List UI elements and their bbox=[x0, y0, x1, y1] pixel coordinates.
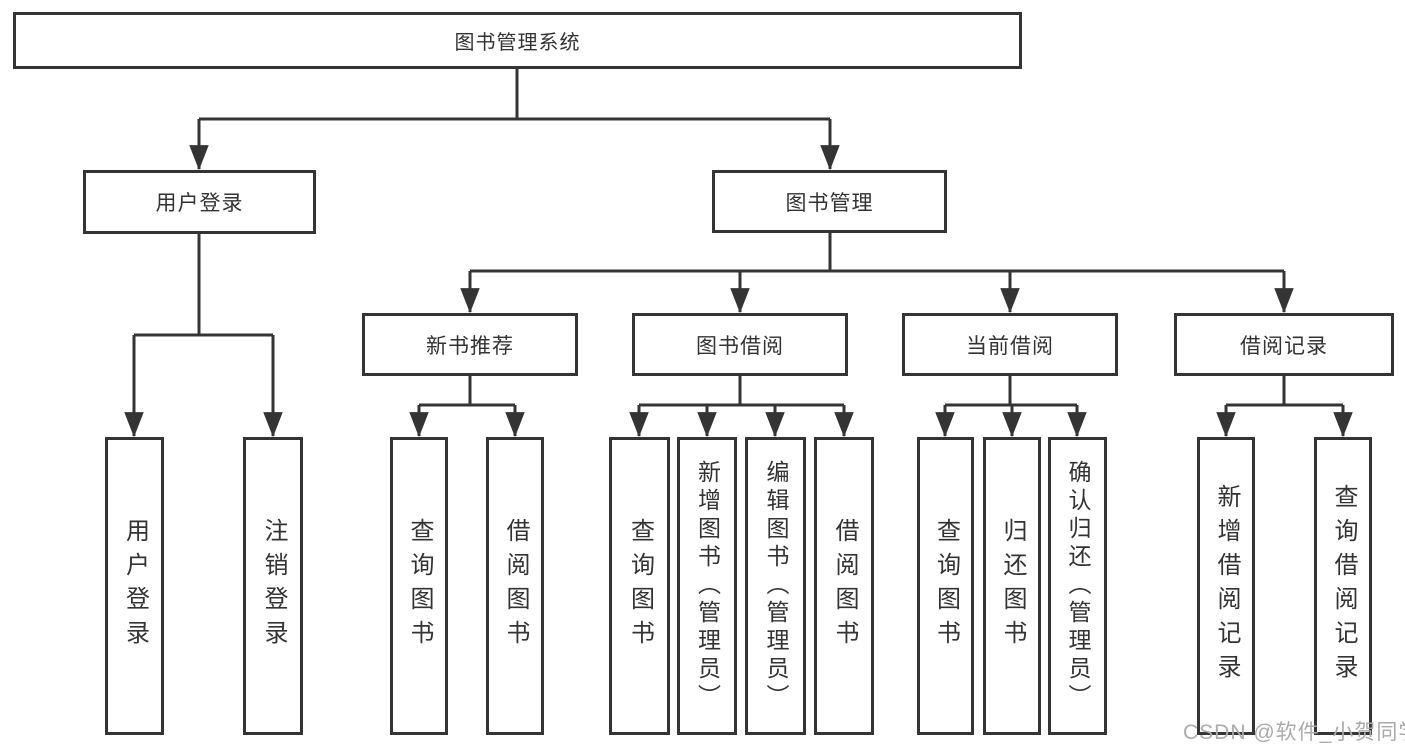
node-book-management-label: 图书管理 bbox=[785, 191, 874, 215]
connector-borrow-records-children bbox=[1216, 376, 1353, 438]
leaf-borrow-books-recommend: 借阅图书 bbox=[486, 437, 544, 735]
connector-new-book-children bbox=[409, 376, 525, 438]
node-new-book-recommend-label: 新书推荐 bbox=[426, 334, 514, 358]
leaf-query-books-current-label: 查询图书 bbox=[932, 518, 960, 654]
leaf-add-borrow-record-label: 新增借阅记录 bbox=[1213, 484, 1240, 688]
leaf-confirm-return-admin-label: 确认归还（管理员） bbox=[1065, 460, 1091, 712]
node-book-borrow-label: 图书借阅 bbox=[696, 334, 784, 358]
connector-root-to-branches bbox=[189, 68, 840, 171]
connector-book-borrow-children bbox=[629, 376, 854, 438]
node-borrow-records-label: 借阅记录 bbox=[1240, 334, 1328, 358]
node-user-login-label: 用户登录 bbox=[155, 192, 244, 215]
node-current-borrow: 当前借阅 bbox=[902, 313, 1118, 376]
leaf-add-book-admin: 新增图书（管理员） bbox=[677, 437, 737, 735]
node-book-borrow: 图书借阅 bbox=[632, 313, 848, 376]
leaf-query-borrow-record: 查询借阅记录 bbox=[1314, 437, 1372, 735]
leaf-query-books-borrow: 查询图书 bbox=[609, 437, 670, 735]
leaf-borrow-books-label: 借阅图书 bbox=[831, 518, 858, 654]
node-borrow-records: 借阅记录 bbox=[1174, 313, 1394, 376]
leaf-borrow-books-recommend-label: 借阅图书 bbox=[502, 518, 529, 654]
node-root-label: 图书管理系统 bbox=[454, 32, 581, 54]
node-root: 图书管理系统 bbox=[13, 12, 1022, 69]
leaf-borrow-books: 借阅图书 bbox=[814, 437, 874, 735]
node-book-management: 图书管理 bbox=[712, 170, 947, 233]
leaf-add-borrow-record: 新增借阅记录 bbox=[1197, 437, 1255, 735]
connector-current-borrow-children bbox=[935, 376, 1087, 438]
leaf-query-books-recommend: 查询图书 bbox=[390, 437, 448, 735]
leaf-query-borrow-record-label: 查询借阅记录 bbox=[1330, 484, 1357, 688]
leaf-confirm-return-admin: 确认归还（管理员） bbox=[1048, 437, 1107, 735]
leaf-user-login-label: 用户登录 bbox=[121, 518, 149, 654]
leaf-logout: 注销登录 bbox=[243, 437, 303, 735]
csdn-watermark: CSDN @软件_小贺同学 bbox=[1183, 721, 1405, 744]
node-current-borrow-label: 当前借阅 bbox=[966, 334, 1054, 358]
leaf-return-book: 归还图书 bbox=[983, 437, 1041, 735]
node-user-login: 用户登录 bbox=[83, 170, 316, 234]
leaf-edit-book-admin-label: 编辑图书（管理员） bbox=[763, 460, 789, 712]
connector-book-management-children bbox=[460, 233, 1294, 314]
node-new-book-recommend: 新书推荐 bbox=[362, 313, 578, 376]
leaf-user-login: 用户登录 bbox=[105, 437, 164, 735]
leaf-query-books-current: 查询图书 bbox=[917, 437, 974, 735]
leaf-add-book-admin-label: 新增图书（管理员） bbox=[694, 460, 721, 712]
leaf-logout-label: 注销登录 bbox=[260, 518, 287, 654]
leaf-query-books-borrow-label: 查询图书 bbox=[626, 518, 654, 654]
leaf-edit-book-admin: 编辑图书（管理员） bbox=[745, 437, 806, 735]
connector-user-login-children bbox=[124, 234, 283, 438]
leaf-return-book-label: 归还图书 bbox=[999, 518, 1026, 654]
leaf-query-books-recommend-label: 查询图书 bbox=[406, 518, 433, 654]
